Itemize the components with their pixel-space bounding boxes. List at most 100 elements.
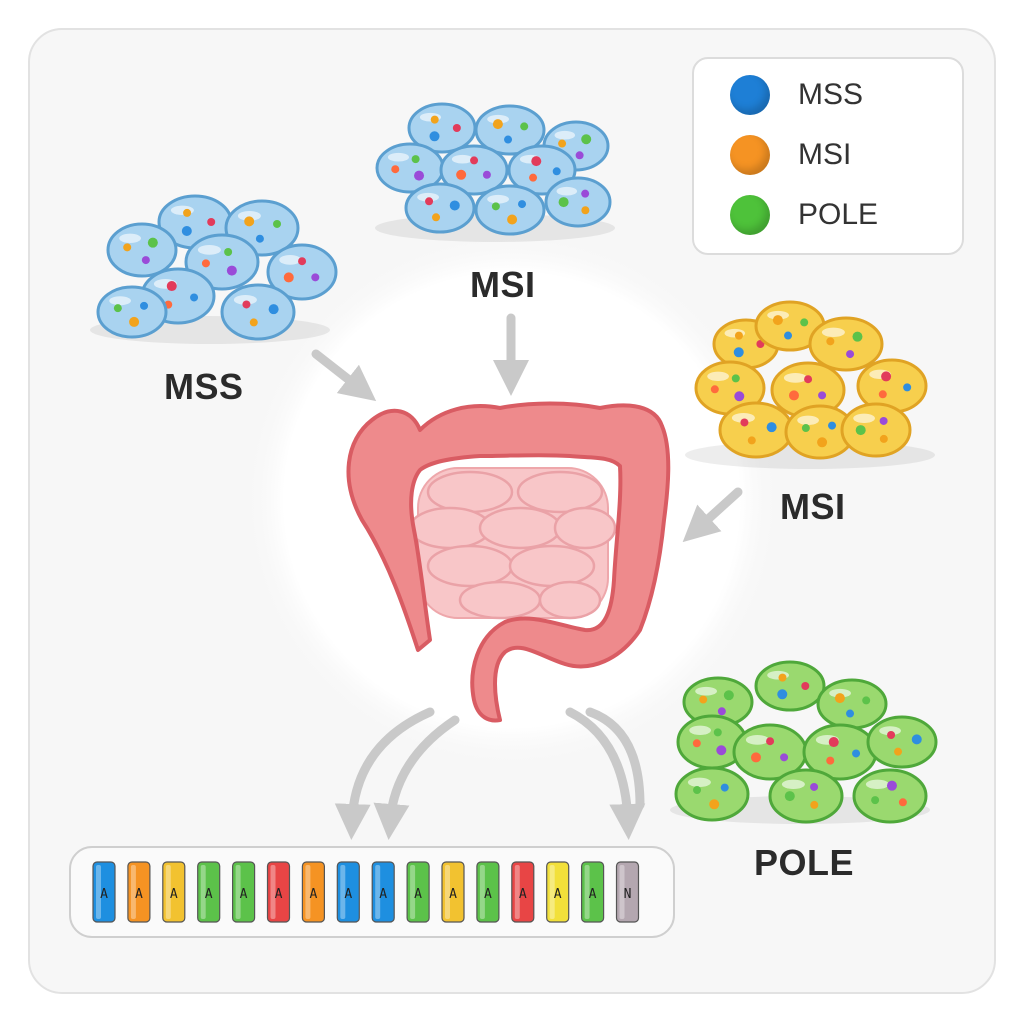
mutation-bar-shine: [96, 865, 101, 919]
mutation-bar-shine: [165, 865, 171, 919]
cell-speck: [713, 728, 722, 737]
cell-speck: [529, 173, 538, 182]
cell: [404, 182, 476, 234]
cell: [768, 768, 844, 824]
mutation-bar-glyph: A: [205, 887, 213, 902]
cell-speck: [723, 690, 734, 701]
mutation-bar: [162, 861, 186, 923]
cell-speck: [181, 225, 192, 236]
cell: [674, 766, 750, 822]
cell-speck: [268, 304, 279, 315]
cell-speck: [491, 202, 500, 211]
cell-speck: [855, 425, 866, 436]
cell-speck: [452, 124, 461, 132]
cell-speck: [766, 737, 775, 746]
cell-speck: [558, 197, 569, 208]
cell-speck: [720, 783, 729, 792]
mutation-bar-glyph: A: [379, 887, 387, 902]
cell-speck: [141, 256, 150, 265]
mutation-bar-glyph: A: [240, 887, 248, 902]
cell-highlight: [865, 779, 889, 789]
cell: [106, 222, 178, 278]
mutation-bar-glyph: A: [554, 887, 562, 902]
mutation-bar-shine: [445, 865, 450, 919]
cell-speck: [780, 753, 789, 762]
arrow-msi-right-to-colon: [682, 487, 743, 543]
cell-highlight: [821, 327, 845, 337]
cell: [866, 715, 938, 769]
cell-speck: [140, 301, 149, 310]
cell-highlight: [237, 210, 261, 221]
cell-speck: [430, 115, 439, 124]
cell-highlight: [197, 244, 221, 255]
intestine-loop: [553, 506, 617, 550]
cell-speck: [810, 782, 819, 791]
cell-speck: [414, 170, 425, 181]
cell-speck: [449, 200, 460, 211]
cell-speck: [492, 119, 503, 130]
cell-speck: [740, 418, 749, 427]
mutation-bar: [615, 861, 640, 923]
cell-speck: [429, 131, 440, 142]
cell-highlight: [797, 415, 819, 425]
intestine-loop: [516, 470, 604, 514]
cell-speck: [788, 390, 799, 401]
cell-speck: [826, 337, 835, 346]
cell-speck: [224, 248, 233, 257]
pole-cell-cluster: [670, 660, 938, 824]
cell-highlight: [279, 254, 301, 265]
cell-speck: [818, 391, 827, 400]
arrow-colon-to-bars-4: [585, 707, 645, 810]
cell-speck: [709, 799, 720, 810]
cell-highlight: [687, 777, 711, 787]
cell-speck: [520, 122, 529, 131]
cell-speck: [731, 374, 740, 383]
cell-speck: [810, 800, 819, 809]
cell-speck: [879, 434, 888, 443]
mutation-bar: [371, 861, 395, 923]
large-intestine: [346, 401, 671, 723]
mutation-bar: [92, 861, 116, 923]
mutation-bar-shine: [584, 865, 590, 919]
cell-highlight: [451, 154, 474, 164]
cell: [808, 316, 884, 372]
cell-speck: [846, 350, 855, 359]
mutation-bar-shine: [375, 865, 381, 919]
cell-speck: [778, 673, 787, 682]
cell-speck: [201, 259, 210, 268]
cell-speck: [242, 300, 251, 309]
mutation-bar: [406, 861, 430, 923]
cell-speck: [784, 791, 795, 802]
arrows-group: [311, 313, 743, 840]
cell-speck: [507, 214, 518, 225]
cell-speck: [249, 318, 258, 327]
msi-top-cell-cluster: [375, 102, 615, 242]
cell-speck: [733, 347, 744, 358]
mutation-bar: [266, 861, 291, 923]
mutation-bar-shine: [305, 865, 311, 919]
cell-speck: [531, 156, 542, 167]
mutation-bar: [546, 861, 570, 923]
cell-highlight: [689, 725, 711, 735]
cell-speck: [273, 219, 282, 228]
pole-label: POLE: [754, 842, 855, 883]
cell-speck: [482, 170, 491, 179]
cell-speck: [183, 208, 192, 217]
cell-speck: [456, 169, 467, 180]
intestine-loop: [426, 544, 514, 588]
mutation-bar: [441, 861, 465, 923]
cell-highlight: [853, 413, 875, 423]
cell-speck: [298, 257, 307, 266]
mutation-bar-shine: [479, 865, 485, 919]
mutation-bar-glyph: N: [624, 887, 632, 902]
cell-speck: [147, 237, 158, 248]
cell-speck: [852, 331, 863, 342]
cell-speck: [777, 689, 788, 700]
colon-illustration: [346, 401, 671, 723]
cell-speck: [826, 756, 835, 765]
mss-cell-cluster: [90, 194, 338, 344]
cell-speck: [881, 371, 892, 382]
cell-speck: [425, 197, 434, 206]
